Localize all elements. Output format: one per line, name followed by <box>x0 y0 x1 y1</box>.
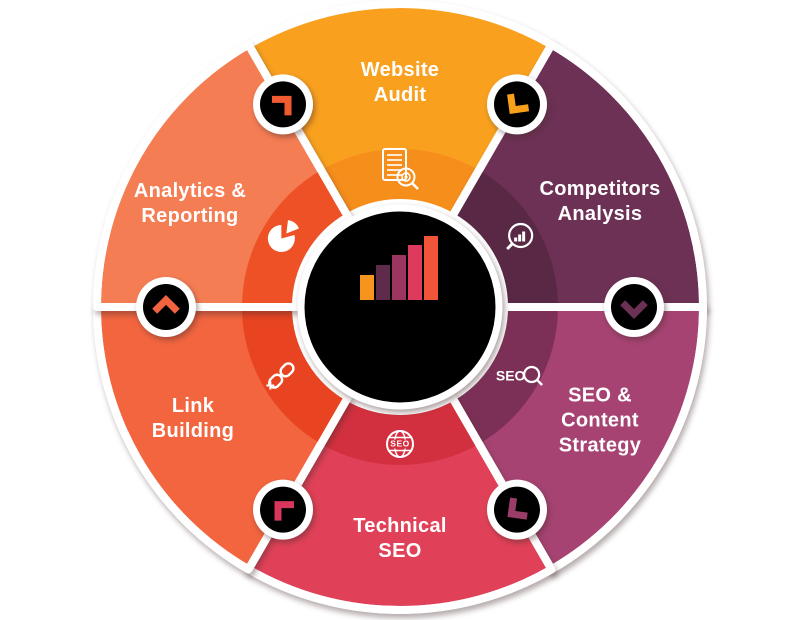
segment-website-audit <box>244 0 556 221</box>
competitor-search-icon <box>506 222 534 251</box>
svg-text:SEO: SEO <box>390 439 409 449</box>
arrow-seo-content-strategy-to-technical-seo <box>487 479 547 540</box>
svg-text:SEO: SEO <box>496 368 526 384</box>
arrow-technical-seo-to-link-building <box>253 479 313 540</box>
chevron-icon <box>507 93 530 114</box>
link-building-icon <box>266 362 295 390</box>
growth-bar-chart <box>360 236 438 300</box>
arrow-analytics-reporting-to-website-audit <box>253 74 313 135</box>
chevron-icon <box>507 497 528 520</box>
chevron-icon <box>274 501 294 521</box>
arrow-link-building-to-analytics-reporting <box>136 277 196 337</box>
globe-seo-icon: SEO <box>386 430 414 458</box>
center-disc <box>297 204 503 410</box>
seo-search-icon: SEO <box>496 365 543 386</box>
audit-document-icon <box>382 148 419 190</box>
chevron-icon <box>152 294 180 314</box>
arrow-competitors-analysis-to-seo-content-strategy <box>604 277 664 337</box>
pie-chart-icon <box>267 220 299 252</box>
segment-technical-seo <box>244 393 556 614</box>
chevron-icon <box>620 300 648 320</box>
chevron-icon <box>272 95 292 116</box>
arrow-website-audit-to-competitors-analysis <box>487 74 547 135</box>
